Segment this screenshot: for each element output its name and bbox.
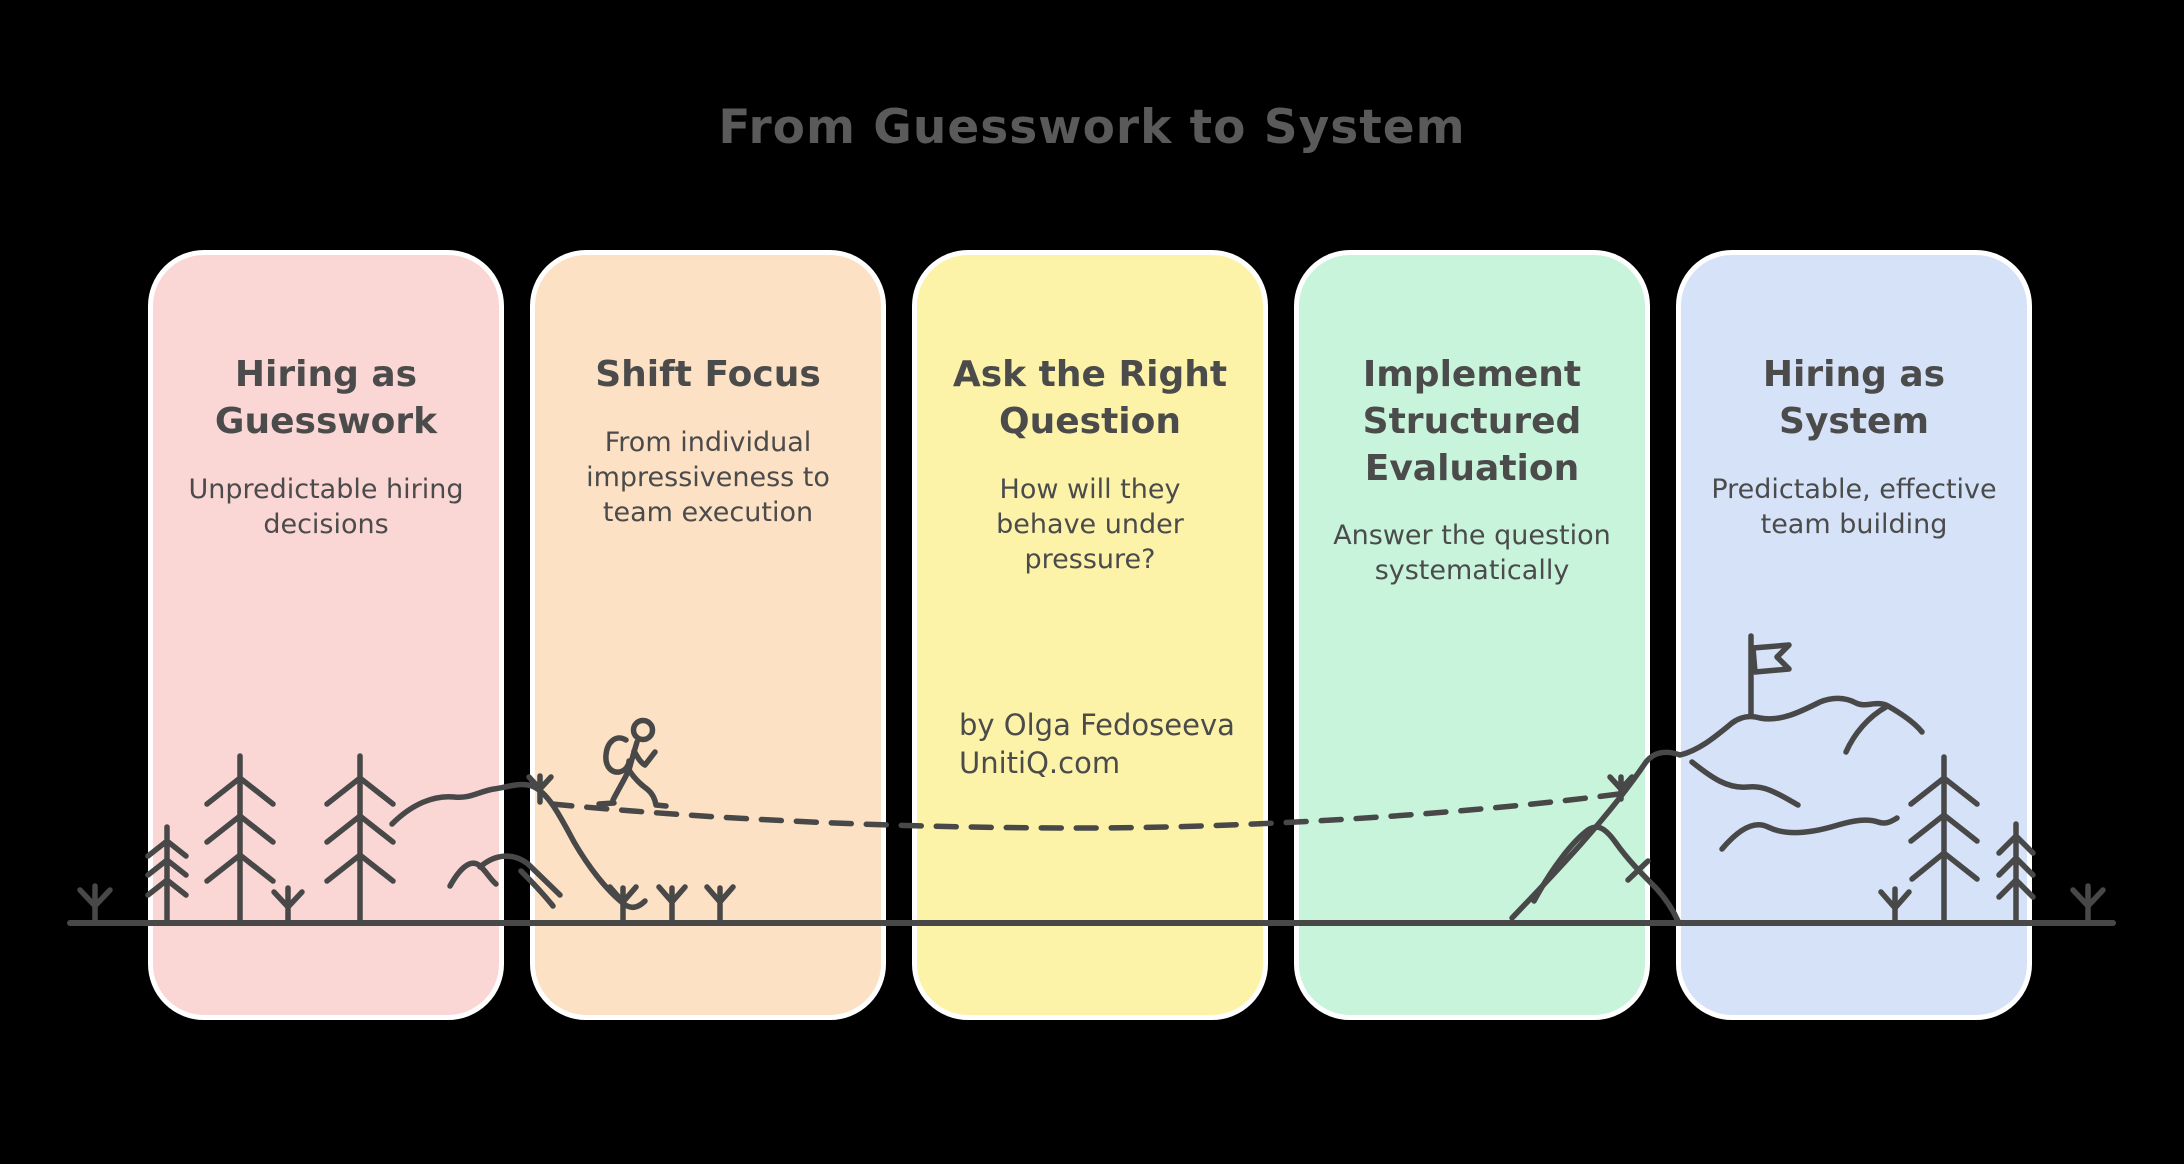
card-title: Ask the Right Question — [952, 354, 1228, 442]
card-subtitle: From individual impressiveness to team e… — [586, 426, 830, 528]
card-title: Shift Focus — [595, 354, 821, 395]
card-subtitle: Predictable, effective team building — [1711, 473, 1997, 540]
card-title: Hiring as Guesswork — [214, 354, 438, 442]
card-subtitle: How will they behave under pressure? — [996, 473, 1184, 575]
card-ask-the-right-question: Ask the Right Question How will they beh… — [912, 250, 1268, 1020]
page-title: From Guesswork to System — [718, 100, 1466, 155]
card-subtitle: Answer the question systematically — [1333, 520, 1611, 587]
byline-site: UnitiQ.com — [959, 745, 1121, 780]
byline-author: by Olga Fedoseeva — [959, 708, 1235, 742]
sprout-right-icon — [2070, 883, 2106, 926]
author-byline: by Olga Fedoseeva UnitiQ.com — [959, 707, 1235, 782]
card-hiring-as-system: Hiring as System Predictable, effective … — [1676, 250, 2032, 1020]
card-title: Hiring as System — [1762, 354, 1946, 442]
card-subtitle: Unpredictable hiring decisions — [188, 473, 464, 540]
card-implement-structured-evaluation: Implement Structured Evaluation Answer t… — [1294, 250, 1650, 1020]
card-title: Implement Structured Evaluation — [1362, 354, 1582, 489]
sprout-left-icon — [77, 883, 113, 926]
card-hiring-as-guesswork: Hiring as Guesswork Unpredictable hiring… — [148, 250, 504, 1020]
card-shift-focus: Shift Focus From individual impressivene… — [530, 250, 886, 1020]
